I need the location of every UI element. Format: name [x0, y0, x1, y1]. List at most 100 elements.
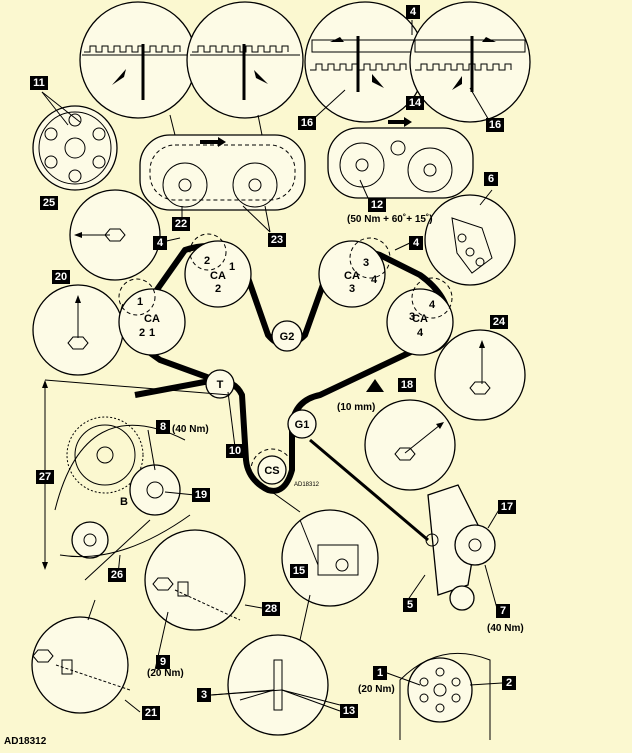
svg-text:28: 28 — [265, 603, 277, 615]
reference-code: AD18312 — [4, 736, 47, 747]
svg-text:4: 4 — [413, 237, 420, 249]
callout-11: 11 — [30, 76, 48, 90]
callout-8: 8 — [156, 420, 170, 434]
ca3-label: CA — [344, 270, 360, 282]
cs-label: CS — [264, 465, 279, 477]
b-label: B — [120, 496, 128, 508]
callout-22: 22 — [172, 217, 190, 231]
callout-5: 5 — [403, 598, 417, 612]
callout-4c: 4 — [409, 236, 423, 250]
callout-16a: 16 — [298, 116, 316, 130]
svg-text:16: 16 — [489, 119, 501, 131]
cylinder-head-right — [327, 117, 474, 199]
ca2-number: 2 — [215, 283, 221, 295]
callout-7: 7 — [496, 604, 510, 618]
callout-28: 28 — [262, 602, 280, 616]
svg-text:7: 7 — [500, 605, 506, 617]
callout-12: 12 — [368, 198, 386, 212]
t-label: T — [217, 379, 224, 391]
svg-text:3: 3 — [201, 689, 207, 701]
callout-13: 13 — [340, 704, 358, 718]
pulley-cs: CS — [250, 448, 294, 492]
pulley-ca4: CA 4 — [386, 288, 454, 356]
callout-20: 20 — [52, 270, 70, 284]
svg-text:9: 9 — [160, 656, 166, 668]
svg-text:18: 18 — [401, 379, 413, 391]
mark-1b: 1 — [229, 261, 235, 273]
mark-3b: 3 — [409, 311, 415, 323]
tensioner-assembly — [309, 438, 496, 611]
detail-circle-21 — [31, 616, 131, 714]
svg-text:22: 22 — [175, 218, 187, 230]
torque-12-label: (50 Nm + 60˚+ 15˚) — [347, 213, 433, 225]
ca3-number: 3 — [349, 283, 355, 295]
torque-9-label: (20 Nm) — [147, 668, 184, 679]
svg-text:4: 4 — [157, 237, 164, 249]
callout-21: 21 — [142, 706, 160, 720]
mark-2a: 2 — [139, 327, 145, 339]
detail-circle-6 — [424, 189, 516, 286]
mark-4a: 4 — [371, 274, 378, 286]
svg-text:14: 14 — [409, 97, 422, 109]
g1-label: G1 — [295, 419, 310, 431]
mark-1a: 1 — [137, 296, 143, 308]
pulley-g2: G2 — [271, 320, 303, 352]
svg-text:17: 17 — [501, 501, 513, 513]
svg-text:2: 2 — [506, 677, 512, 689]
detail-circle-18 — [364, 399, 456, 491]
detail-circle-3-13 — [227, 634, 341, 736]
svg-text:1: 1 — [377, 667, 383, 679]
svg-text:5: 5 — [407, 599, 413, 611]
detail-cam-mark-left-a — [79, 1, 197, 119]
detail-circle-25 — [69, 189, 161, 281]
pulley-t: T — [205, 369, 235, 399]
svg-text:13: 13 — [343, 705, 355, 717]
callout-25: 25 — [40, 196, 58, 210]
callout-3: 3 — [197, 688, 211, 702]
ca2-label: CA — [210, 270, 226, 282]
svg-text:21: 21 — [145, 707, 157, 719]
pulley-ca1: CA 1 — [118, 288, 186, 356]
svg-text:16: 16 — [301, 117, 313, 129]
pulley-ca2: CA 2 — [184, 240, 252, 308]
callout-17: 17 — [498, 500, 516, 514]
pulley-ca3: CA 3 — [318, 240, 386, 308]
svg-text:15: 15 — [293, 565, 305, 577]
crank-pulley-detail — [399, 652, 491, 740]
svg-text:19: 19 — [195, 489, 207, 501]
ref-small-cs: AD18312 — [294, 482, 320, 488]
callout-6: 6 — [484, 172, 498, 186]
torque-1-label: (20 Nm) — [358, 684, 395, 695]
detail-cam-mark-right-b — [409, 1, 531, 123]
g2-label: G2 — [280, 331, 295, 343]
detail-circle-15 — [271, 491, 379, 607]
ca1-label: CA — [144, 313, 160, 325]
ca4-label: CA — [412, 313, 428, 325]
callout-23: 23 — [268, 233, 286, 247]
callout-15: 15 — [290, 564, 308, 578]
callout-1: 1 — [373, 666, 387, 680]
svg-text:8: 8 — [160, 421, 166, 433]
detail-circle-20 — [32, 284, 124, 376]
callout-9: 9 — [156, 655, 170, 669]
detail-cam-mark-left-b — [186, 1, 304, 119]
svg-text:26: 26 — [111, 569, 123, 581]
callout-2: 2 — [502, 676, 516, 690]
callout-27: 27 — [36, 470, 54, 484]
detail-circle-28 — [144, 529, 246, 631]
torque-8-label: (40 Nm) — [172, 424, 209, 435]
svg-text:6: 6 — [488, 173, 494, 185]
callout-4b: 4 — [153, 236, 167, 250]
cam-sprocket-detail — [32, 91, 118, 191]
ca4-number: 4 — [417, 327, 424, 339]
svg-text:4: 4 — [410, 6, 417, 18]
callout-14: 14 — [406, 96, 424, 110]
callout-16b: 16 — [486, 118, 504, 132]
callout-10: 10 — [226, 444, 244, 458]
mark-3a: 3 — [363, 257, 369, 269]
svg-text:24: 24 — [493, 316, 506, 328]
svg-text:23: 23 — [271, 234, 283, 246]
detail-circle-24 — [434, 329, 526, 421]
pulley-g1: G1 — [287, 409, 317, 439]
